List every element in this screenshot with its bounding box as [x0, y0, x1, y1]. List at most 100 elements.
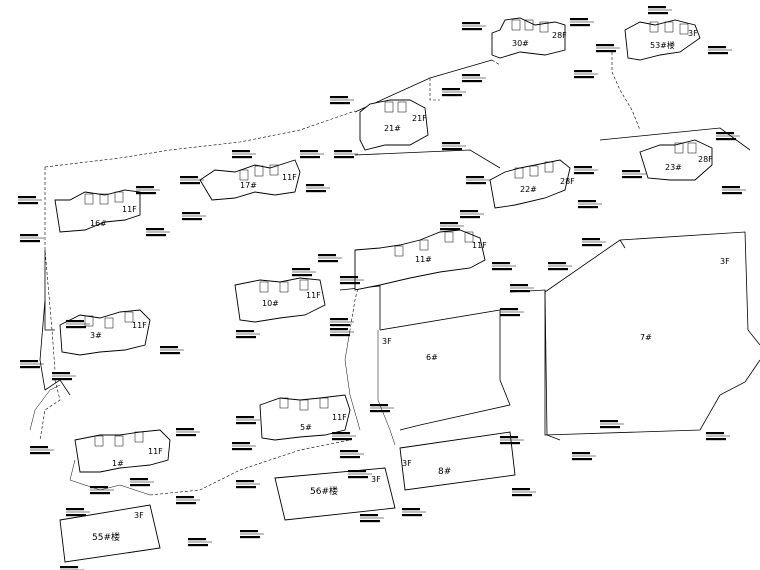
- label-53: 55#楼: [92, 531, 120, 543]
- elevation-tag: [232, 442, 256, 451]
- elevation-tag: [706, 432, 730, 441]
- label-11: 11#: [415, 255, 432, 264]
- label-6: 6#: [426, 353, 438, 362]
- elevation-tag: [318, 254, 342, 263]
- elevation-tag: [722, 186, 746, 195]
- elevation-tag: [510, 284, 534, 293]
- elevation-tag: [52, 372, 76, 381]
- floors-5: 11F: [332, 413, 347, 422]
- elevation-tag: [180, 176, 204, 185]
- label-30: 53#楼: [650, 40, 675, 50]
- elevation-tag: [30, 446, 54, 455]
- elevation-tag: [348, 470, 372, 479]
- label-5: 5#: [300, 423, 312, 432]
- floors-21: 21F: [412, 114, 427, 123]
- floors-56: 3F: [402, 459, 412, 468]
- elevation-tag: [360, 514, 384, 523]
- label-22: 22#: [520, 185, 537, 194]
- elevation-tag: [146, 228, 170, 237]
- elevation-tag: [572, 452, 596, 461]
- elevation-tag: [600, 420, 624, 429]
- elevation-tag: [574, 70, 598, 79]
- elevation-tag: [548, 262, 572, 271]
- elevation-tag: [66, 508, 90, 517]
- elevation-tag: [176, 496, 200, 505]
- elevation-tag: [512, 488, 536, 497]
- label-56: 8#: [438, 467, 451, 477]
- elevation-tag: [648, 6, 672, 15]
- elevation-tag: [130, 478, 154, 487]
- label-16: 16#: [90, 219, 107, 228]
- label-17: 17#: [240, 181, 257, 190]
- elevation-tag: [240, 530, 264, 539]
- elevation-tag: [570, 18, 594, 27]
- elevation-annotations: [18, 6, 746, 570]
- elevation-tag: [236, 330, 260, 339]
- elevation-tag: [182, 212, 206, 221]
- elevation-tag: [136, 186, 160, 195]
- elevation-tag: [440, 222, 464, 231]
- label-10: 10#: [262, 299, 279, 308]
- label-1: 1#: [112, 459, 124, 468]
- elevation-tag: [574, 166, 598, 175]
- floors-10: 11F: [306, 291, 321, 300]
- floors-17: 11F: [282, 173, 297, 182]
- elevation-tag: [466, 176, 490, 185]
- elevation-tag: [460, 210, 484, 219]
- floors-23: 28F: [698, 155, 713, 164]
- elevation-tag: [492, 262, 516, 271]
- elevation-tag: [582, 238, 606, 247]
- elevation-tag: [596, 44, 620, 53]
- elevation-tag: [20, 360, 44, 369]
- elevation-tag: [500, 436, 524, 445]
- elevation-tag: [370, 404, 394, 413]
- floors-1: 11F: [148, 447, 163, 456]
- elevation-tag: [330, 96, 354, 105]
- elevation-tag: [306, 184, 330, 193]
- elevation-tag: [160, 346, 184, 355]
- floors-11: 11F: [472, 241, 487, 250]
- building-labels: 30# 28F 53#楼 3F 21# 21F 22# 28F 23# 28F …: [90, 29, 730, 543]
- elevation-tag: [708, 46, 732, 55]
- elevation-tag: [188, 538, 212, 547]
- floors-29: 28F: [552, 31, 567, 40]
- elevation-tag: [442, 88, 466, 97]
- elevation-tag: [622, 170, 646, 179]
- floors-7: 3F: [720, 257, 730, 266]
- floors-30: 3F: [688, 29, 698, 38]
- floors-53: 3F: [134, 511, 144, 520]
- floors-6: 3F: [382, 337, 392, 346]
- elevation-tag: [330, 318, 354, 327]
- elevation-tag: [66, 320, 90, 329]
- label-29: 30#: [512, 39, 529, 48]
- elevation-tag: [462, 74, 486, 83]
- elevation-tag: [578, 200, 602, 209]
- elevation-tag: [90, 486, 114, 495]
- label-55: 56#楼: [310, 485, 338, 497]
- label-3: 3#: [90, 331, 102, 340]
- elevation-tag: [330, 328, 354, 337]
- elevation-tag: [442, 142, 466, 151]
- elevation-tag: [236, 416, 260, 425]
- floors-22: 28F: [560, 177, 575, 186]
- elevation-tag: [340, 450, 364, 459]
- elevation-tag: [300, 150, 324, 159]
- label-7: 7#: [640, 333, 652, 342]
- floors-3: 11F: [132, 321, 147, 330]
- elevation-tag: [18, 196, 42, 205]
- elevation-tag: [334, 150, 358, 159]
- elevation-tag: [340, 276, 364, 285]
- unit-details: [84, 19, 697, 447]
- elevation-tag: [292, 268, 316, 277]
- elevation-tag: [236, 480, 260, 489]
- elevation-tag: [462, 22, 486, 31]
- elevation-tag: [176, 428, 200, 437]
- floors-55: 3F: [371, 475, 381, 484]
- elevation-tag: [500, 308, 524, 317]
- elevation-tag: [332, 432, 356, 441]
- elevation-tag: [20, 234, 44, 243]
- elevation-tag: [716, 132, 740, 141]
- label-21: 21#: [384, 124, 401, 133]
- floors-16: 11F: [122, 205, 137, 214]
